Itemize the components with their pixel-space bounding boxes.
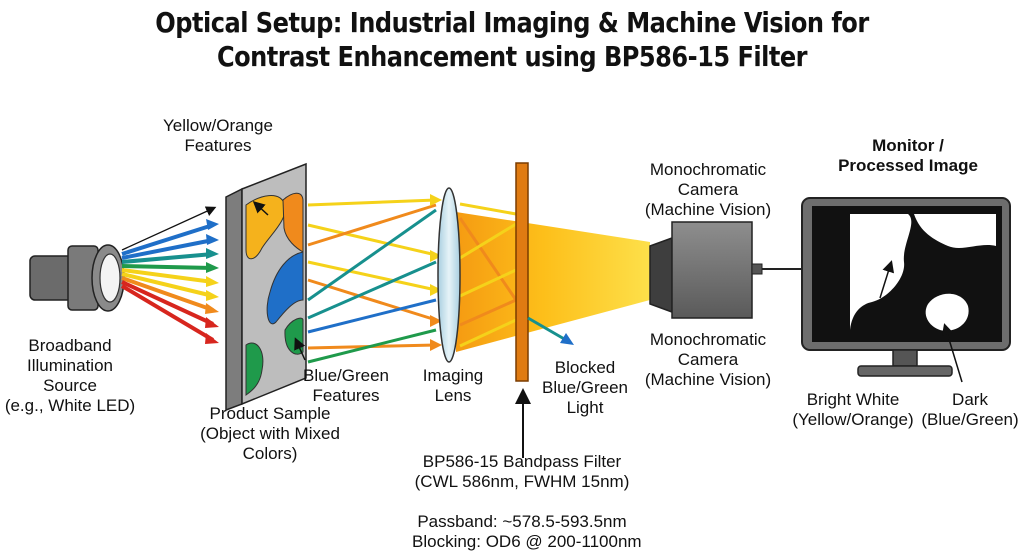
blocked-ray: [527, 316, 567, 342]
product-sample: [225, 162, 307, 412]
filtered-light-beam: [456, 212, 650, 352]
diagram-title-line1: Optical Setup: Industrial Imaging & Mach…: [155, 6, 869, 39]
monochromatic-camera: [649, 221, 763, 319]
filter-label: BP586-15 Bandpass Filter(CWL 586nm, FWHM…: [414, 452, 630, 491]
passband-text: Passband: ~578.5-593.5nm: [417, 512, 627, 531]
bright-white-label: Bright White(Yellow/Orange): [792, 390, 914, 429]
led-light-source: [29, 244, 125, 312]
diagram-title-line2: Contrast Enhancement using BP586-15 Filt…: [216, 40, 808, 73]
lens-output-rays: [458, 202, 518, 348]
imaging-lens: [437, 187, 461, 363]
blocking-text: Blocking: OD6 @ 200-1100nm: [412, 532, 642, 551]
filter-specs: Passband: ~578.5-593.5nm Blocking: OD6 @…: [412, 512, 642, 552]
dark-label: Dark(Blue/Green): [921, 390, 1019, 429]
yellow-features-pointer: [252, 200, 269, 216]
blocked-ray-head: [560, 333, 574, 345]
illumination-rays: [120, 205, 217, 342]
reflected-rays: [307, 198, 437, 364]
reflected-ray-heads: [430, 194, 442, 351]
bright-white-pointer: [879, 260, 895, 299]
processed-image-bright-regions: [850, 214, 996, 331]
illumination-ray-heads: [205, 219, 219, 344]
product-sample-label: Product Sample(Object with Mixed Colors): [200, 404, 340, 463]
dark-pointer: [941, 323, 963, 383]
monitor-label: Monitor /Processed Image: [838, 136, 978, 175]
bandpass-filter: [515, 162, 529, 382]
blue-green-features-pointer: [294, 337, 306, 361]
